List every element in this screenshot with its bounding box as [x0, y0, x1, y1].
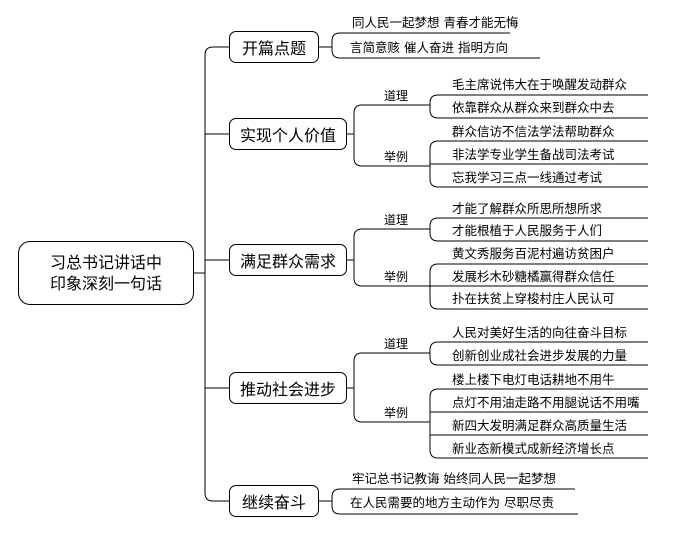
- leaf-text: 楼上楼下电灯电话耕地不用牛: [452, 372, 615, 387]
- leaf-text: 点灯不用油走路不用腿说话不用嘴: [452, 395, 640, 410]
- brace-arm: [353, 260, 420, 287]
- root-line-2: 印象深刻一句话: [49, 274, 162, 293]
- leaf-text: 发展杉木砂糖橘赢得群众信任: [452, 269, 615, 284]
- leaf-text: 在人民需要的地方主动作为 尽职尽责: [350, 495, 554, 510]
- branch-node-opening: 开篇点题: [229, 31, 319, 63]
- branch-label: 实现个人价值: [239, 126, 336, 145]
- brace-arm: [429, 140, 445, 166]
- root-line-1: 习总书记讲话中: [49, 253, 162, 272]
- brace-arm: [429, 353, 445, 366]
- brace-arm: [429, 105, 445, 119]
- leaf-text: 新四大发明满足群众高质量生活: [452, 418, 628, 433]
- leaf-text: 忘我学习三点一线通过考试: [452, 170, 603, 185]
- branch-node-personal-value: 实现个人价值: [229, 118, 347, 150]
- brace-arm: [331, 488, 345, 501]
- leaf-text: 非法学专业学生备战司法考试: [452, 147, 615, 162]
- brace-arm: [353, 228, 420, 260]
- leaf-text: 创新创业成社会进步发展的力量: [452, 348, 628, 363]
- root-node: 习总书记讲话中 印象深刻一句话: [18, 241, 194, 305]
- brace-arm: [331, 47, 345, 59]
- brace-arm: [429, 388, 445, 422]
- leaf-text: 群众信访不信法学法帮助群众: [452, 124, 615, 139]
- brace-arm: [429, 341, 445, 353]
- brace-arm: [429, 94, 445, 105]
- brace-arm: [204, 46, 229, 273]
- leaf-text: 牢记总书记教诲 始终同人民一起梦想: [352, 471, 556, 486]
- brace-arm: [429, 166, 445, 188]
- leaf-text: 同人民一起梦想 青春才能无悔: [352, 15, 519, 30]
- brace-arm: [429, 263, 445, 286]
- branch-label: 开篇点题: [241, 39, 306, 58]
- leaf-text: 扑在扶贫上穿梭村庄人民认可: [452, 291, 615, 306]
- category-juli: 举例: [384, 150, 409, 164]
- leaf-text: 依靠群众从群众来到群众中去: [452, 100, 615, 115]
- branch-node-keep-striving: 继续奋斗: [229, 485, 319, 517]
- category-daoli: 道理: [384, 337, 409, 351]
- brace-arm: [429, 422, 445, 459]
- brace-arm: [353, 104, 420, 134]
- brace-arm: [204, 273, 229, 502]
- brace-arm: [353, 134, 420, 167]
- branch-label: 继续奋斗: [241, 493, 306, 512]
- brace-arm: [429, 286, 445, 310]
- leaf-text: 新业态新模式成新经济增长点: [452, 441, 615, 456]
- category-daoli: 道理: [384, 213, 409, 227]
- brace-arm: [331, 501, 345, 515]
- brace-arm: [353, 388, 420, 423]
- leaf-text: 毛主席说伟大在于唤醒发动群众: [452, 77, 628, 92]
- leaf-text: 才能根植于人民服务于人们: [452, 223, 603, 238]
- branch-node-social-progress: 推动社会进步: [229, 372, 347, 404]
- leaf-text: 才能了解群众所思所想所求: [452, 201, 603, 216]
- leaf-text: 黄文秀服务百泥村遍访贫困户: [452, 246, 615, 261]
- branch-label: 满足群众需求: [239, 252, 336, 271]
- brace-arm: [429, 229, 445, 242]
- branch-node-meet-needs: 满足群众需求: [229, 244, 347, 276]
- leaf-text: 言简意赅 催人奋进 指明方向: [350, 40, 508, 55]
- category-juli: 举例: [384, 406, 409, 420]
- category-daoli: 道理: [384, 89, 409, 103]
- brace-arm: [429, 217, 445, 229]
- leaf-text: 人民对美好生活的向往奋斗目标: [452, 325, 628, 340]
- brace-arm: [331, 32, 345, 47]
- brace-arm: [353, 352, 420, 388]
- category-juli: 举例: [384, 270, 409, 284]
- branch-label: 推动社会进步: [239, 380, 336, 399]
